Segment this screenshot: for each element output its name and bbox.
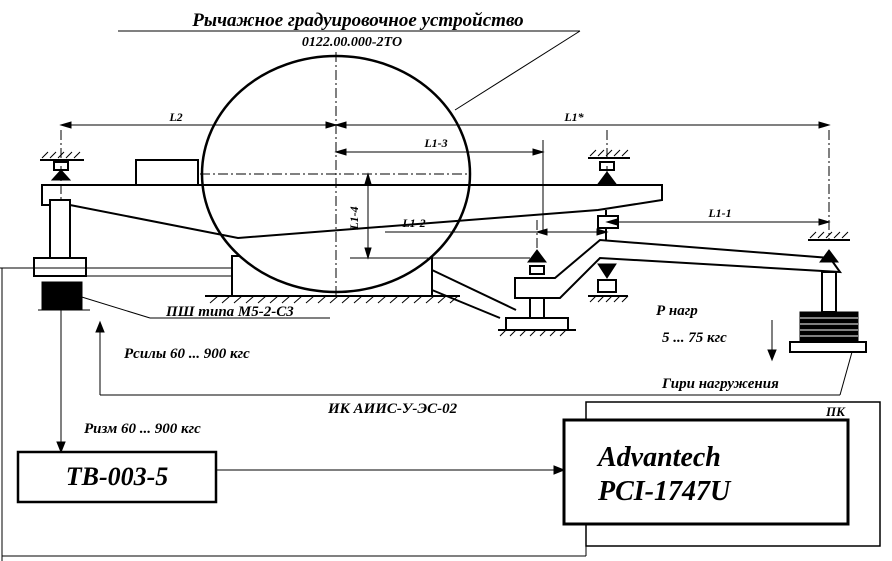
load-range-label: 5 ... 75 кгс [662,330,727,346]
beam-block [135,159,199,186]
right-end-pivot [808,231,850,313]
dim-label-l2: L2 [168,110,182,124]
force-label: Рсилы 60 ... 900 кгс [124,346,250,362]
tv-block [16,450,218,504]
second-lever [514,238,843,299]
center-lower-pivot [588,263,629,303]
dimension-l1-3 [334,140,545,230]
measured-label: Ризм 60 ... 900 кгс [84,421,201,437]
ground-hatching [205,295,460,304]
load-label: Р нагр [656,303,698,319]
dim-label-l1: L1* [563,110,584,124]
center-top-pivot [588,149,630,185]
dimension-l1-4 [350,172,530,260]
document-number: 0122.00.000-2ТО [302,35,402,50]
daq-board-name: Advantech [596,442,721,473]
left-column [33,199,90,311]
weights-label: Гири нагружения [661,376,779,392]
system-label: ИК АИИС-У-ЭС-02 [327,401,458,417]
sensor-label: ПШ типа М5-2-С3 [165,304,294,320]
left-pivot [40,151,84,181]
main-lever-beam [41,184,663,240]
title-leader [454,30,581,111]
second-lever-pedestal [498,249,576,337]
diagram-title: Рычажное градуировочное устройство [191,10,523,31]
weight-stack [789,311,867,353]
pc-label: ПК [825,404,846,419]
dim-label-l1-2: L1-2 [401,216,425,230]
dim-label-l1-1: L1-1 [707,206,731,220]
dimension-l1-1 [605,218,831,226]
daq-board-box [562,418,850,526]
daq-board-model: PCI-1747U [597,476,732,507]
dim-label-l1-3: L1-3 [423,136,447,150]
tv-block-label: ТВ-003-5 [66,462,169,491]
dim-label-l1-4: L1-4 [347,206,361,230]
dimension-l1-2 [385,228,609,236]
dimension-l2-l1 [59,121,831,129]
